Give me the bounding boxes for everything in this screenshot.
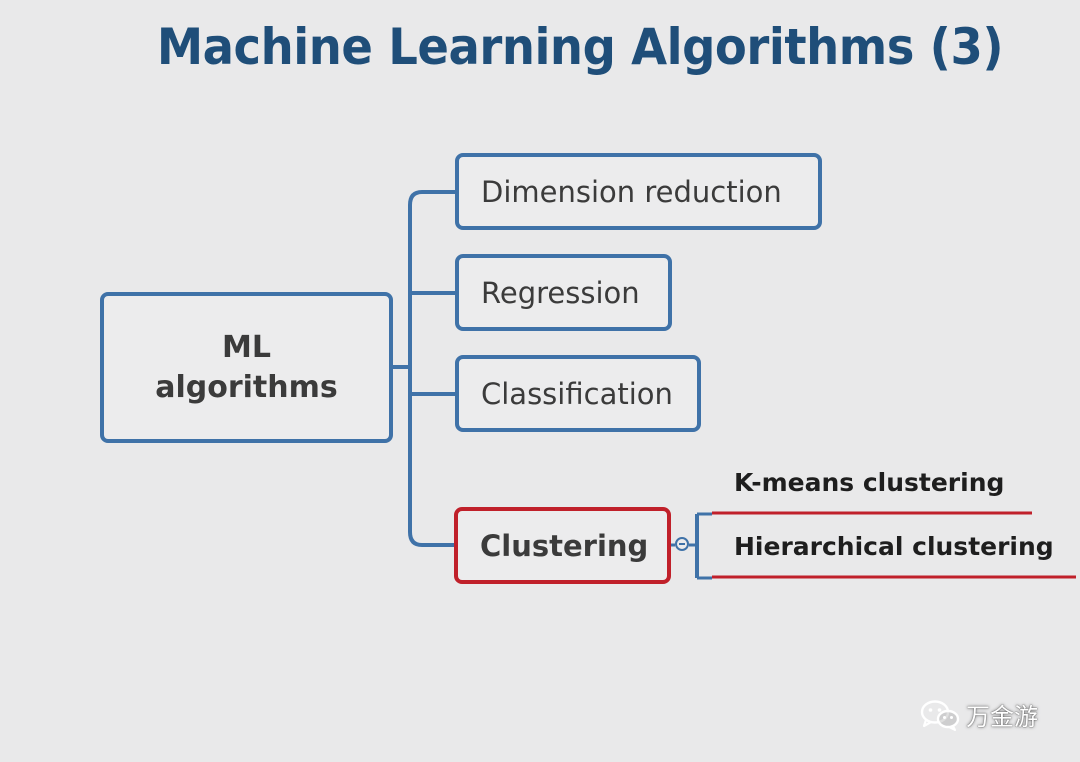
root-node-label: ML algorithms bbox=[155, 329, 338, 405]
sub-node-k-means-clustering: K-means clustering bbox=[734, 468, 1005, 497]
branch-node-label: Regression bbox=[481, 275, 640, 310]
branch-node-label: Classification bbox=[481, 376, 673, 411]
slide-title: Machine Learning Algorithms (3) bbox=[156, 18, 1004, 76]
watermark-text: 万金游 bbox=[966, 703, 1038, 731]
watermark: 万金游 bbox=[920, 697, 1038, 732]
root-node-ml-algorithms: ML algorithms bbox=[100, 292, 393, 443]
branch-node-regression: Regression bbox=[455, 254, 672, 331]
branch-node-clustering: Clustering bbox=[454, 507, 671, 584]
branch-node-dimension-reduction: Dimension reduction bbox=[455, 153, 822, 230]
wechat-icon bbox=[920, 699, 960, 731]
collapse-toggle-icon[interactable] bbox=[675, 537, 689, 551]
branch-node-label: Dimension reduction bbox=[481, 174, 782, 209]
sub-node-hierarchical-clustering: Hierarchical clustering bbox=[734, 532, 1054, 561]
branch-node-label: Clustering bbox=[480, 528, 649, 563]
branch-node-classification: Classification bbox=[455, 355, 701, 432]
